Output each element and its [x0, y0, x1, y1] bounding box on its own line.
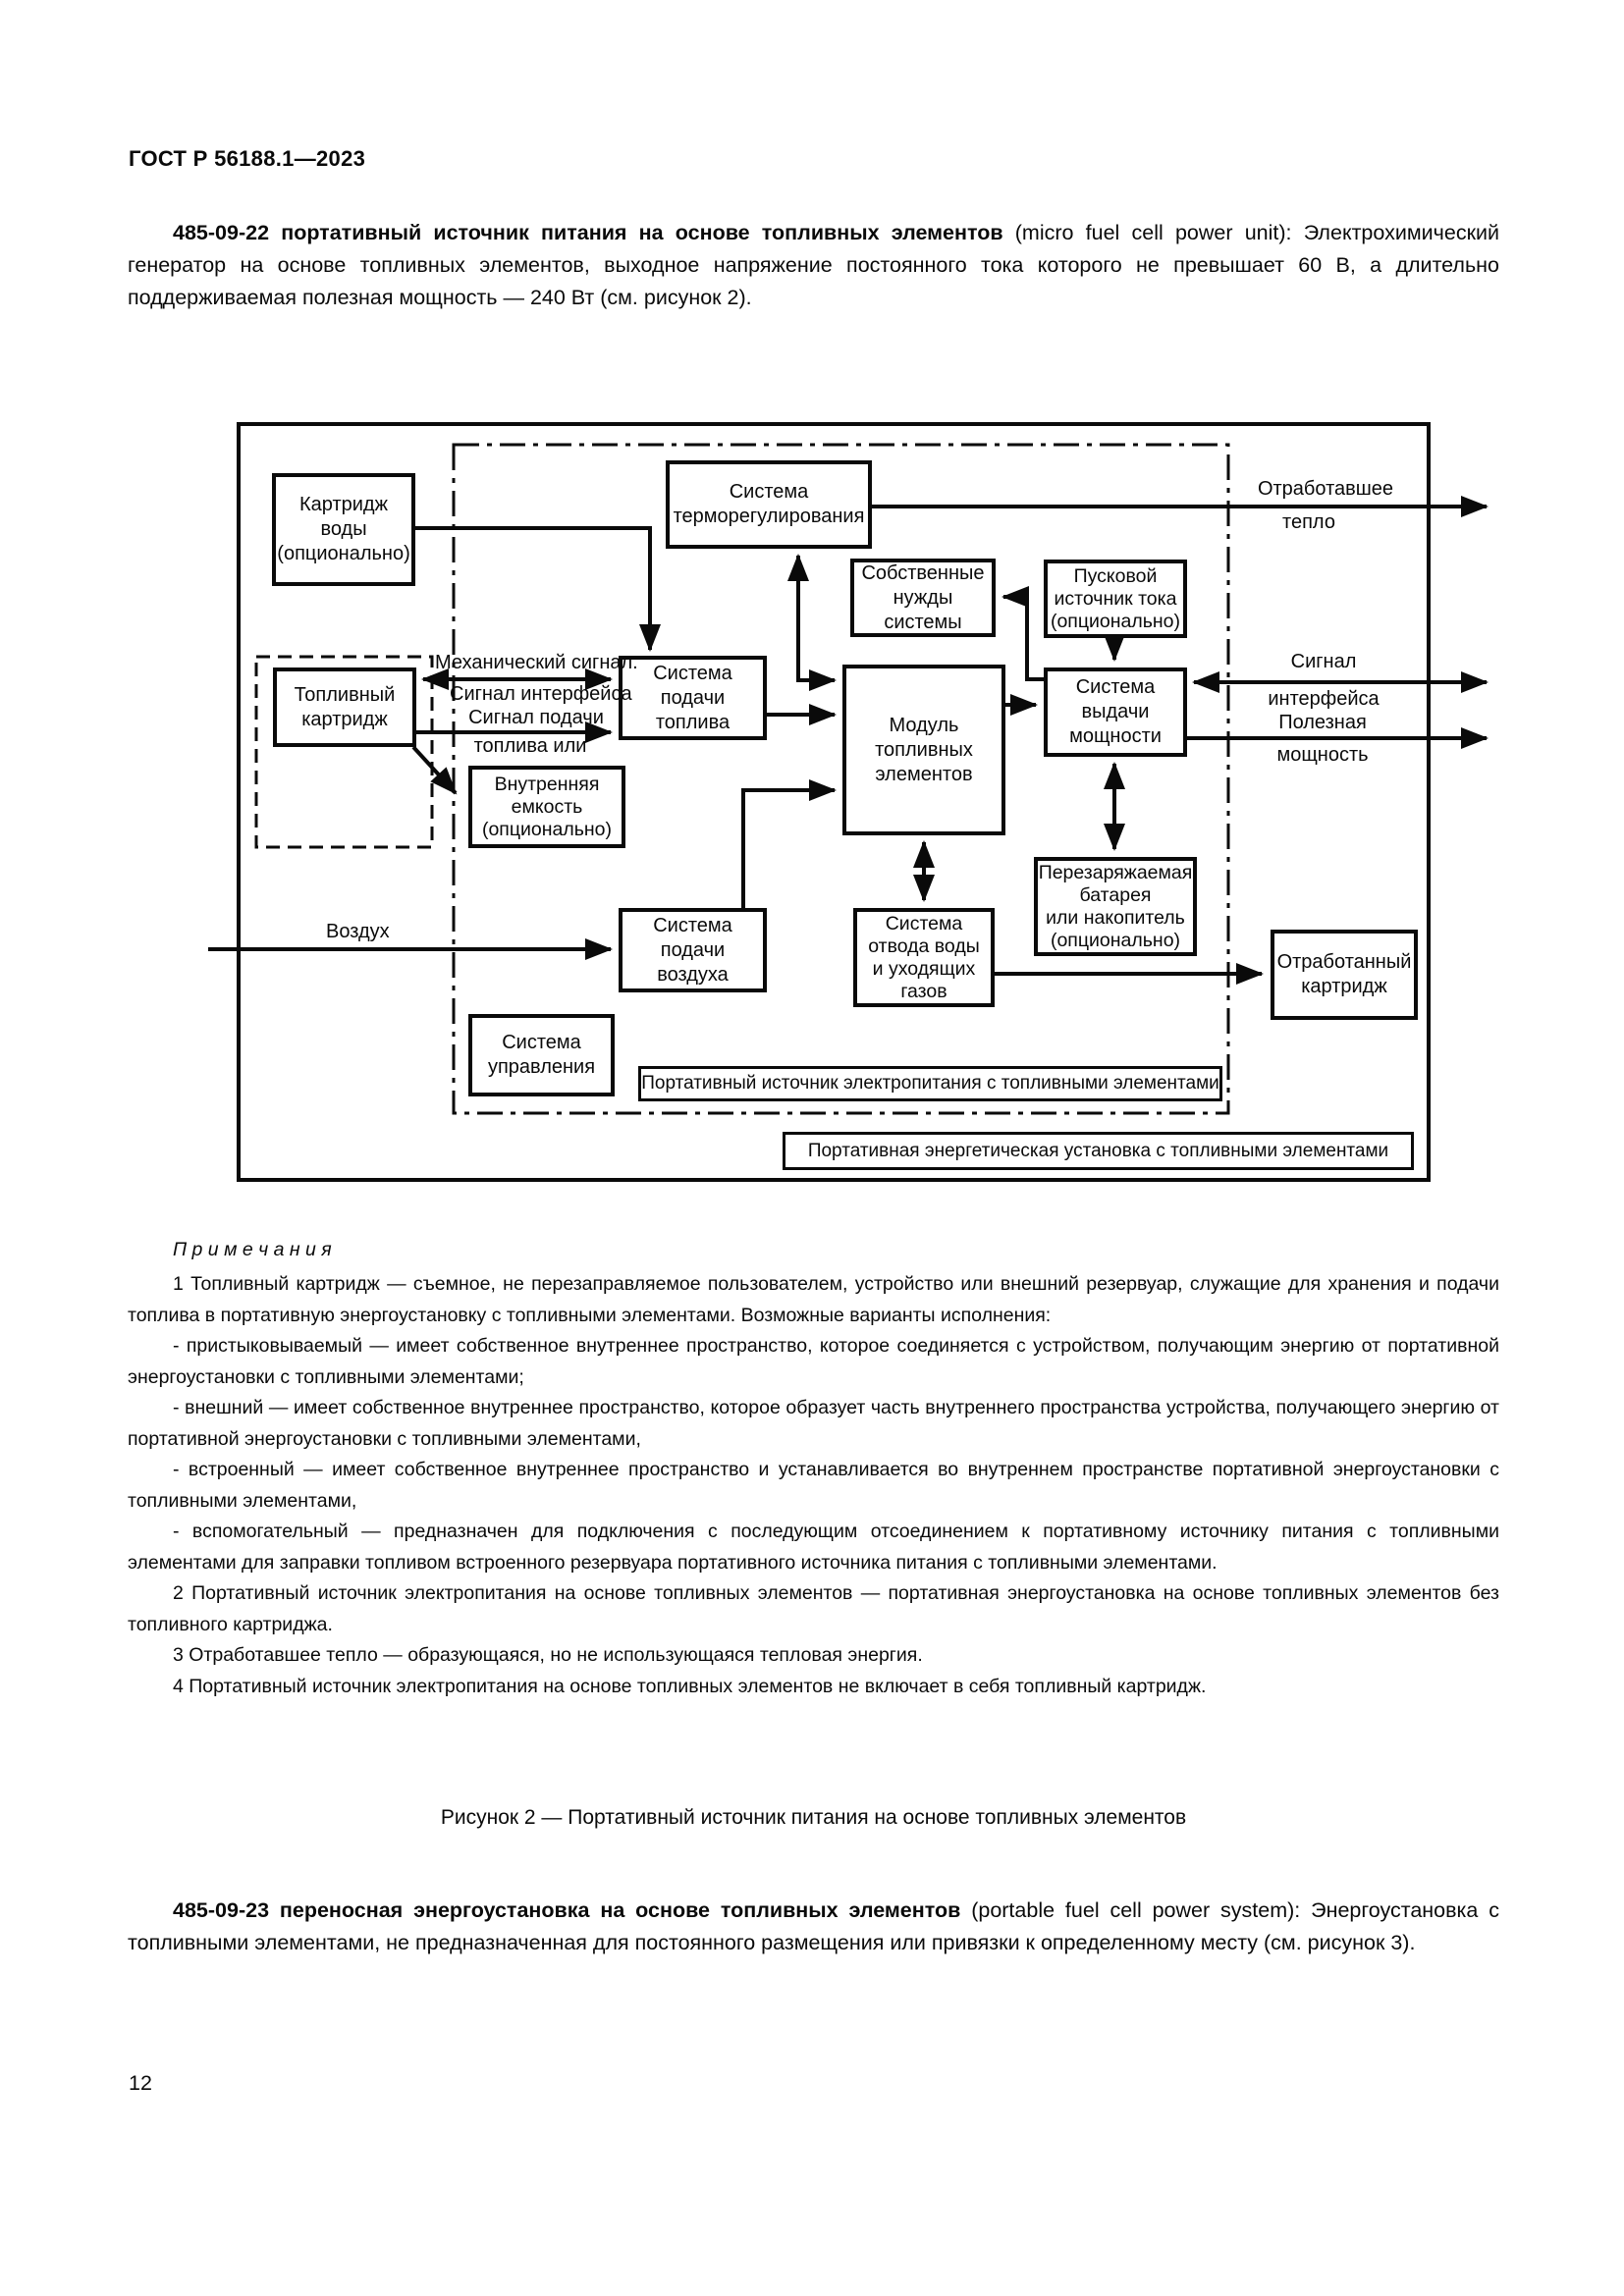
diagram-box-thermoregulation-system: Система терморегулирования — [666, 460, 872, 549]
edge-label-interface-out-line2: интерфейса — [1268, 688, 1380, 710]
diagram-box-starter-source: Пусковой источник тока (опционально) — [1044, 560, 1187, 638]
note-item-builtin: - встроенный — имеет собственное внутрен… — [128, 1459, 1499, 1512]
diagram-frame-label-power-unit: Портативный источник электропитания с то… — [638, 1066, 1222, 1101]
definition-paragraph-485-09-23: 485-09-23 переносная энергоустановка на … — [128, 1895, 1499, 1959]
diagram-box-fuel-cell-module: Модуль топливных элементов — [842, 665, 1005, 835]
note-item-1: 1 Топливный картридж — съемное, не перез… — [128, 1273, 1499, 1326]
note-item-docking: - пристыковываемый — имеет собственное в… — [128, 1335, 1499, 1388]
diagram-lines — [208, 422, 1489, 1182]
diagram-box-water-gas-removal-system: Система отвода воды и уходящих газов — [853, 908, 995, 1007]
note-item-external: - внешний — имеет собственное внутреннее… — [128, 1397, 1499, 1450]
edge-label-waste-heat-line1: Отработавшее — [1257, 478, 1394, 500]
edge-label-mechanical-signal: Механический сигнал. — [435, 652, 638, 673]
diagram-box-air-supply-system: Система подачи воздуха — [619, 908, 767, 992]
diagram-box-fuel-cartridge: Топливный картридж — [273, 667, 416, 747]
diagram-box-rechargeable-battery: Перезаряжаемая батарея или накопитель (о… — [1034, 857, 1197, 956]
edge-label-useful-power-line1: Полезная — [1278, 712, 1367, 733]
document-header: ГОСТ Р 56188.1—2023 — [129, 146, 366, 171]
definition-paragraph-485-09-22: 485-09-22 портативный источник питания н… — [128, 217, 1499, 314]
term-definition-text: (micro fuel cell power unit): Электрохим… — [128, 221, 1499, 309]
diagram-box-control-system: Система управления — [468, 1014, 615, 1096]
notes-heading: П р и м е ч а н и я — [173, 1239, 332, 1260]
diagram-box-internal-tank: Внутренняя емкость (опционально) — [468, 766, 625, 848]
edge-label-waste-heat-line2: тепло — [1282, 511, 1335, 533]
edge-label-air: Воздух — [326, 921, 390, 942]
notes-block: П р и м е ч а н и я 1 Топливный картридж… — [128, 1235, 1499, 1702]
diagram-box-power-output-system: Система выдачи мощности — [1044, 667, 1187, 757]
page-number: 12 — [129, 2071, 152, 2095]
note-item-4: 4 Портативный источник электропитания на… — [173, 1675, 1207, 1697]
diagram-box-fuel-supply-system: Система подачи топлива — [619, 656, 767, 740]
note-item-3: 3 Отработавшее тепло — образующаяся, но … — [173, 1644, 923, 1666]
diagram-box-spent-cartridge: Отработанный картридж — [1271, 930, 1418, 1020]
diagram-box-water-cartridge: Картридж воды (опционально) — [272, 473, 415, 586]
edge-label-fuel-supply-signal-line2: топлива или — [473, 735, 587, 757]
term-number-and-title: 485-09-23 переносная энергоустановка на … — [173, 1898, 961, 1922]
edge-label-fuel-supply-signal-line1: Сигнал подачи — [468, 707, 604, 728]
figure-caption: Рисунок 2 — Портативный источник питания… — [440, 1806, 1187, 1829]
note-item-2: 2 Портативный источник электропитания на… — [128, 1582, 1499, 1635]
term-definition-text: (portable fuel cell power system): Энерг… — [128, 1898, 1499, 1954]
edge-label-useful-power-line2: мощность — [1276, 744, 1369, 766]
diagram-frame-label-power-system: Портативная энергетическая установка с т… — [783, 1132, 1414, 1170]
term-number-and-title: 485-09-22 портативный источник питания н… — [173, 221, 1003, 244]
note-item-auxiliary: - вспомогательный — предназначен для под… — [128, 1521, 1499, 1574]
edge-label-interface-out-line1: Сигнал — [1290, 651, 1357, 672]
diagram-box-own-needs: Собственные нужды системы — [850, 559, 996, 637]
edge-label-interface-signal: Сигнал интерфейса — [450, 683, 632, 705]
